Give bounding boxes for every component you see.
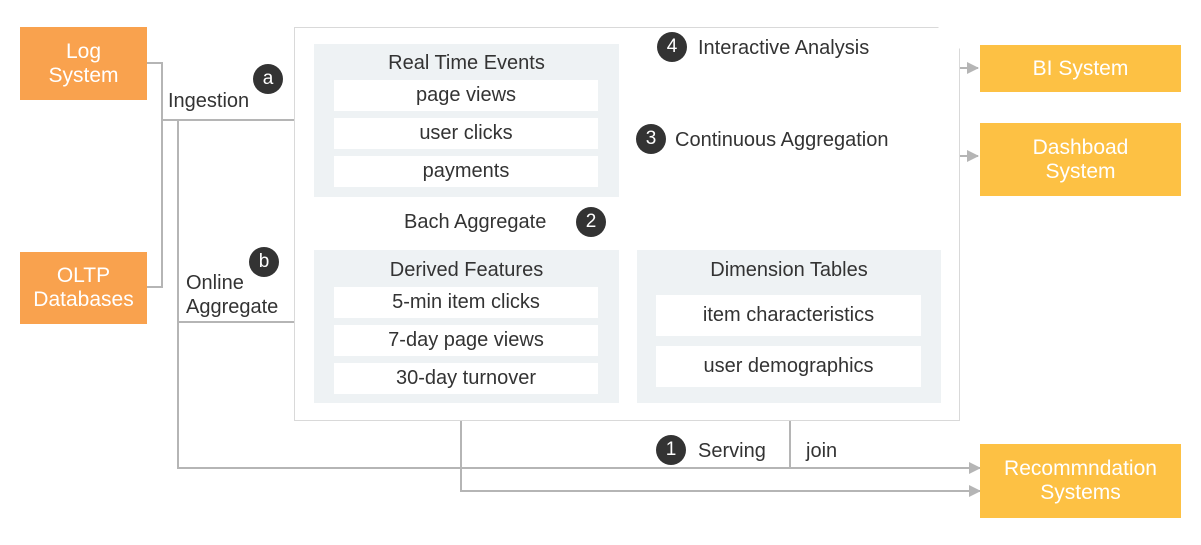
bi-system-label: BI System xyxy=(1032,56,1129,80)
log-system-line1: Log xyxy=(65,39,102,63)
badge-a: a xyxy=(253,64,283,94)
oltp-line1: OLTP xyxy=(56,264,111,287)
online-aggregate-label-line1: Online xyxy=(186,272,244,294)
oltp-line2: Databases xyxy=(33,288,134,311)
realtime-item-payments: payments xyxy=(334,156,598,187)
dashboard-system-box: Dashboad System xyxy=(980,123,1181,196)
dashboard-line2: System xyxy=(1045,159,1116,183)
derived-item-5min: 5-min item clicks xyxy=(334,287,598,318)
recommendation-line2: Systems xyxy=(1040,481,1121,504)
interactive-analysis-label: Interactive Analysis xyxy=(698,37,870,59)
badge-3: 3 xyxy=(636,124,666,154)
dashboard-line1: Dashboad xyxy=(1032,135,1129,159)
recommendation-line1: Recommndation xyxy=(1004,457,1157,480)
derived-features-title: Derived Features xyxy=(389,259,544,281)
join-label: join xyxy=(806,440,838,462)
online-aggregate-label-line2: Aggregate xyxy=(186,296,279,318)
recommendation-systems-box: Recommndation Systems xyxy=(980,444,1181,518)
log-system-box: Log System xyxy=(20,27,147,100)
ingestion-label: Ingestion xyxy=(168,90,250,112)
realtime-item-page-views: page views xyxy=(334,80,598,111)
oltp-connector xyxy=(147,120,163,288)
oltp-databases-box: OLTP Databases xyxy=(20,252,147,324)
derived-to-recommendation-arrow xyxy=(460,403,981,497)
dimension-item-demographics: user demographics xyxy=(656,346,921,387)
derived-item-7day: 7-day page views xyxy=(334,325,598,356)
badge-4: 4 xyxy=(657,32,687,62)
log-system-connector xyxy=(147,62,163,120)
derived-item-30day: 30-day turnover xyxy=(334,363,598,394)
realtime-item-user-clicks: user clicks xyxy=(334,118,598,149)
realtime-events-title: Real Time Events xyxy=(388,52,545,74)
serving-label: Serving xyxy=(698,440,766,462)
badge-b: b xyxy=(249,247,279,277)
continuous-aggregation-label: Continuous Aggregation xyxy=(675,129,889,151)
serving-arrow xyxy=(177,322,981,474)
batch-aggregate-label: Bach Aggregate xyxy=(404,211,547,233)
badge-1: 1 xyxy=(656,435,686,465)
badge-2: 2 xyxy=(576,207,606,237)
log-system-line2: System xyxy=(48,63,119,87)
dimension-tables-title: Dimension Tables xyxy=(710,259,868,281)
bi-system-box: BI System xyxy=(980,45,1181,92)
dimension-item-characteristics: item characteristics xyxy=(656,295,921,336)
